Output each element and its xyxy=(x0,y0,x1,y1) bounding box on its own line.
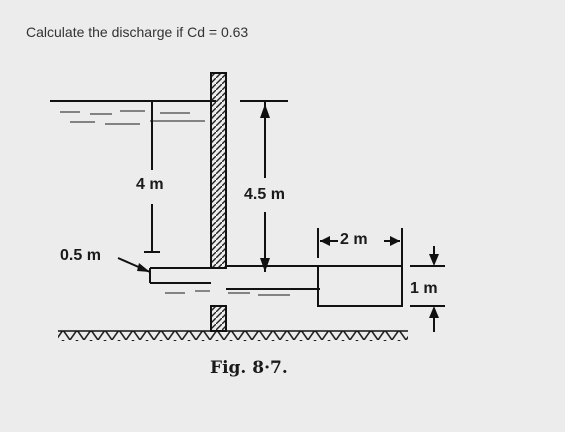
question-text: Calculate the discharge if Cd = 0.63 xyxy=(26,24,249,40)
figure-caption: Fig. 8·7. xyxy=(210,358,288,378)
label-2m: 2 m xyxy=(340,231,368,248)
ground xyxy=(58,331,408,341)
outlet-box xyxy=(317,265,403,307)
label-1m: 1 m xyxy=(410,280,438,297)
outlet-pipe xyxy=(149,265,320,290)
flow-dashes xyxy=(165,290,290,296)
dim-4m-line xyxy=(144,101,160,253)
label-4m: 4 m xyxy=(136,176,164,193)
label-0-5m: 0.5 m xyxy=(60,247,101,264)
partition-wall-lower xyxy=(210,305,227,332)
partition-wall xyxy=(210,72,227,269)
water-dashes-left xyxy=(60,110,205,125)
label-4-5m: 4.5 m xyxy=(244,186,285,203)
dim-4-5m-arrow-top xyxy=(260,104,270,118)
